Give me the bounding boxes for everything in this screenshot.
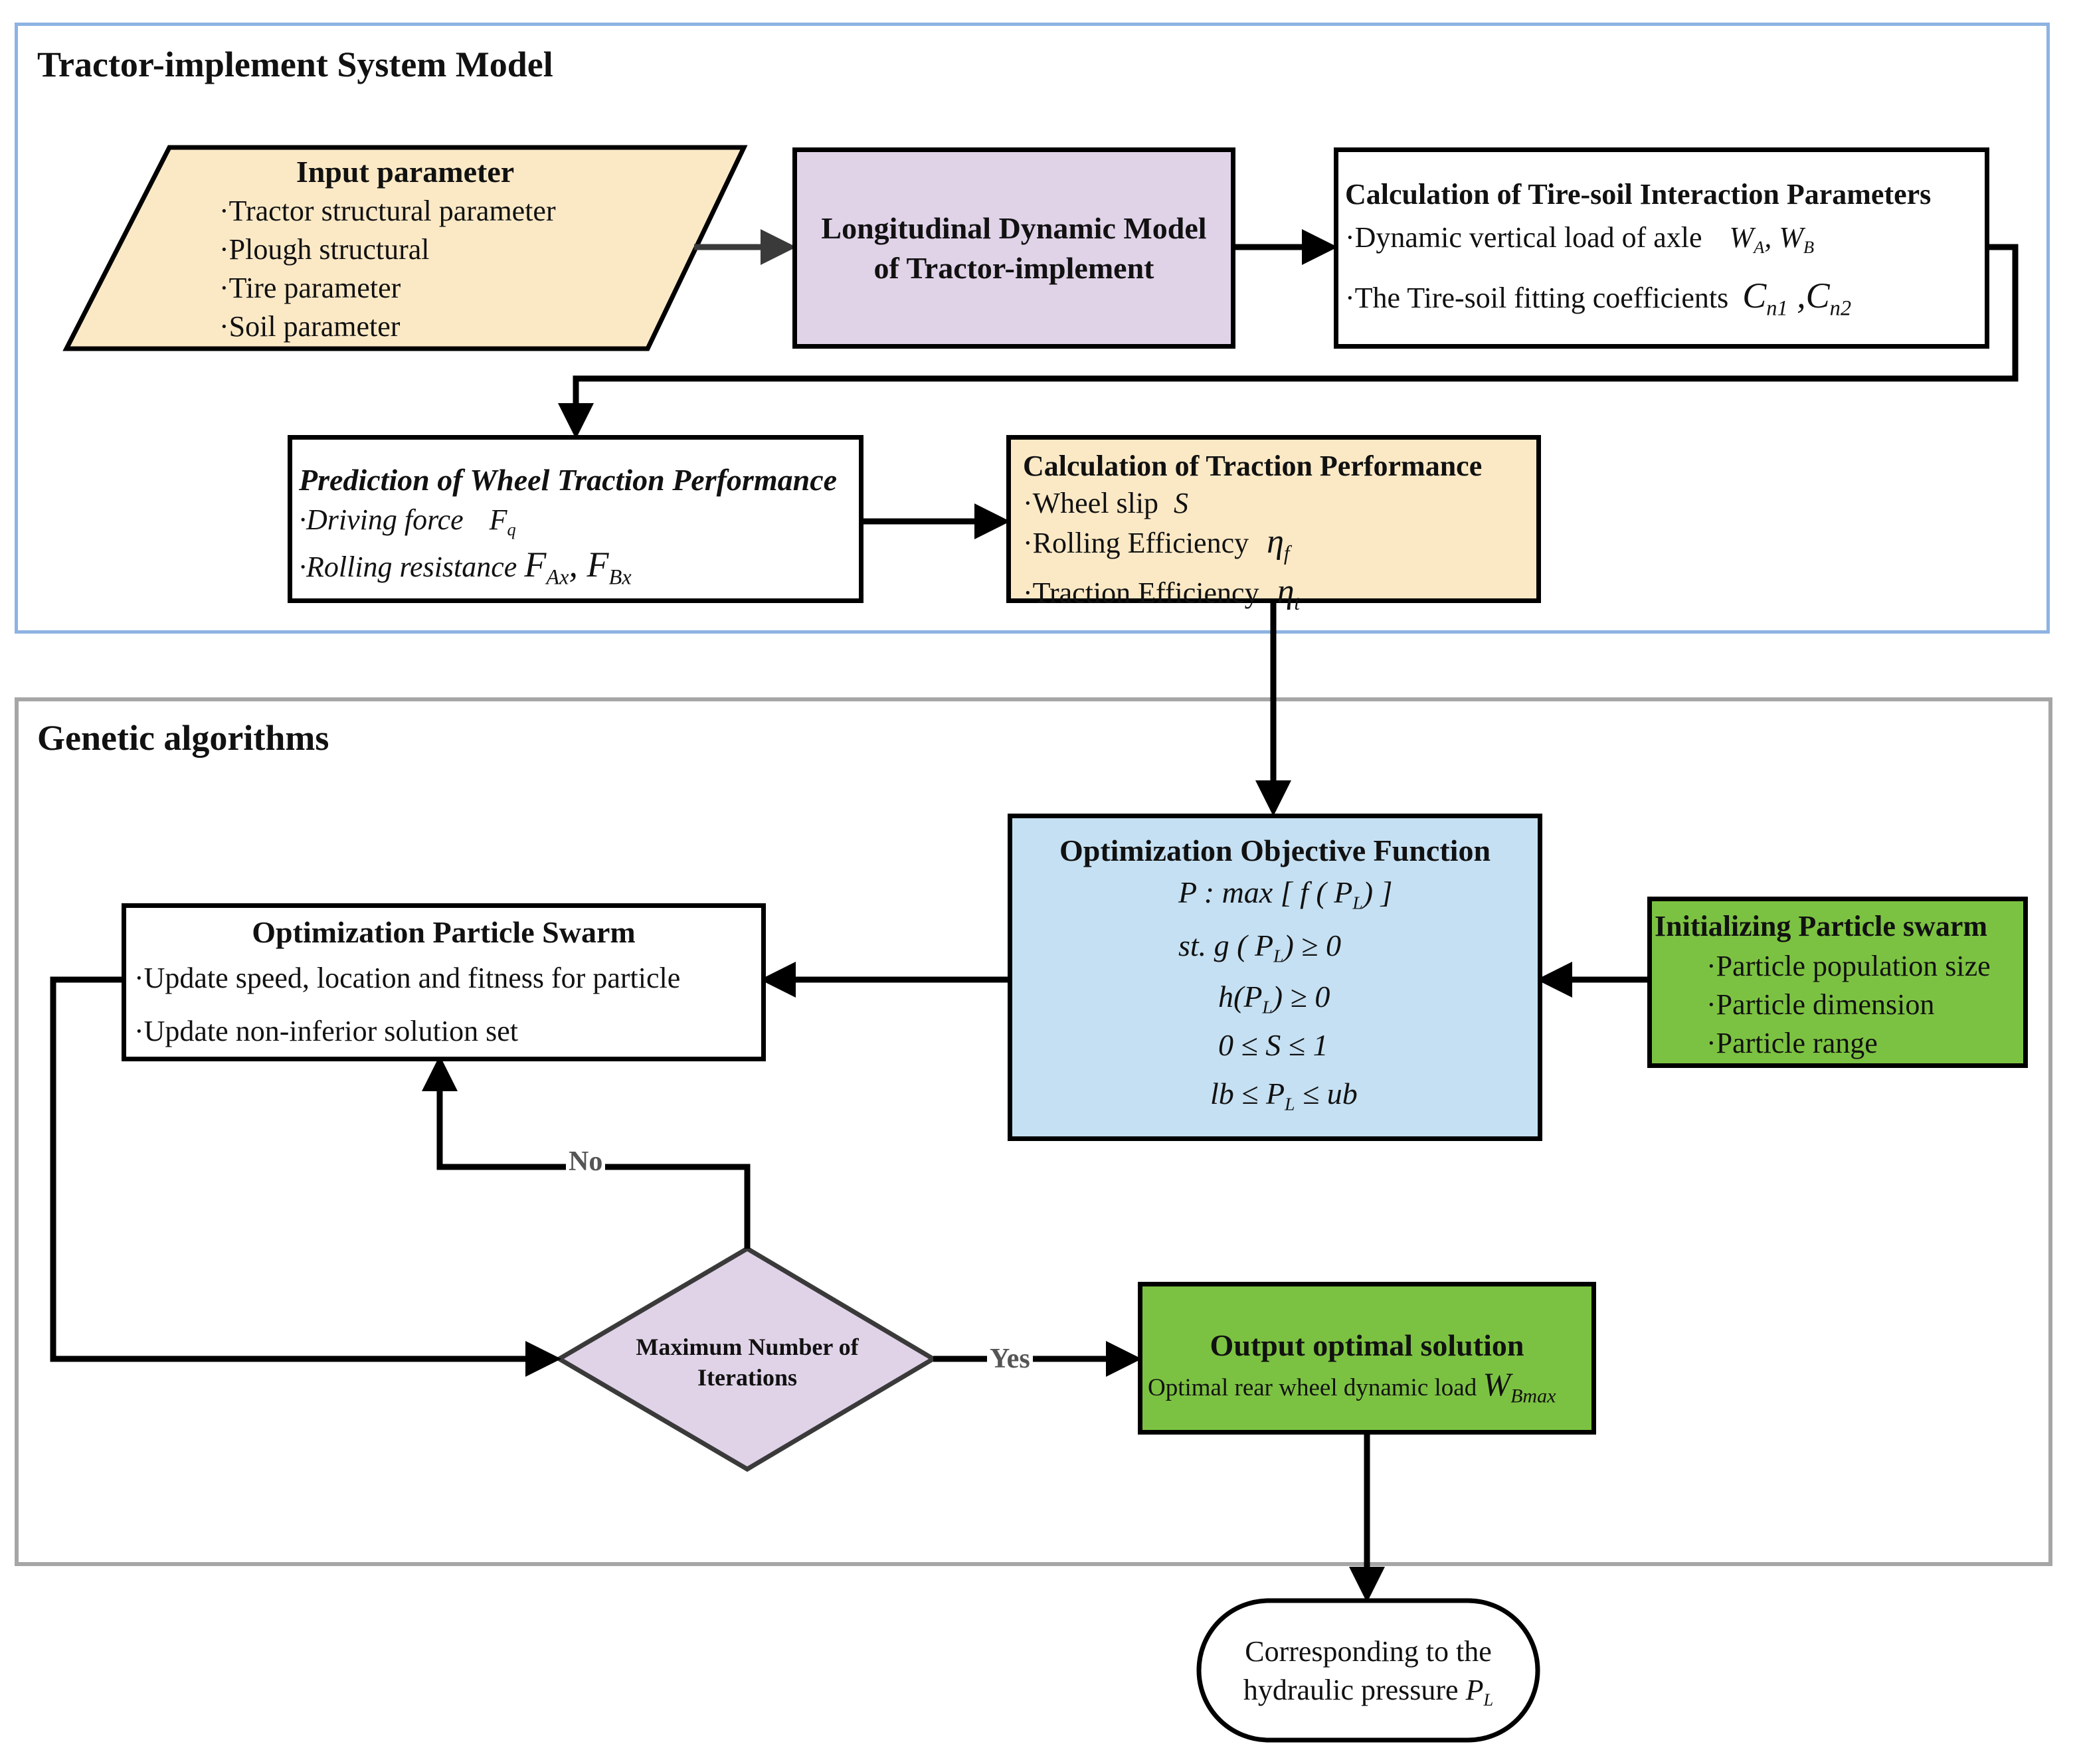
output-title: Output optimal solution bbox=[1210, 1328, 1524, 1362]
longitudinal-line1: Longitudinal Dynamic Model bbox=[821, 211, 1207, 245]
traction-traction-efficiency: ·Traction Efficiency ηt bbox=[1023, 573, 1536, 622]
input-parameter-title: Input parameter bbox=[296, 155, 515, 189]
init-title: Initializing Particle swarm bbox=[1655, 910, 1988, 942]
system-model-section bbox=[15, 23, 2050, 634]
init-item: ·Particle range bbox=[1706, 1027, 1878, 1059]
traction-efficiency-text: ·Traction Efficiency bbox=[1023, 576, 1259, 609]
tire-soil-parameters-box: Calculation of Tire-soil Interaction Par… bbox=[1334, 147, 1989, 349]
objective-title: Optimization Objective Function bbox=[1059, 834, 1491, 867]
arrow-pso-to-decision bbox=[50, 976, 561, 1377]
terminal-line2-text: hydraulic pressure bbox=[1243, 1674, 1459, 1706]
rolling-resistance-symbols: FAx, FBx bbox=[524, 545, 632, 590]
decision-no-label: No bbox=[566, 1146, 606, 1178]
input-parameter: Input parameter ·Tractor structural para… bbox=[219, 154, 658, 346]
rolling-resistance-text: ·Rolling resistance bbox=[299, 551, 517, 584]
tire-soil-item-axle: ·Dynamic vertical load of axle WA, WB bbox=[1345, 220, 1985, 258]
objective-eq-max: P : max [ f ( PL) ] bbox=[1178, 875, 1393, 913]
wheel-slip-symbol: S bbox=[1174, 487, 1189, 519]
traction-rolling-efficiency: ·Rolling Efficiency ηf bbox=[1023, 523, 1536, 573]
fitting-coefficient-symbols: Cn1 ,Cn2 bbox=[1742, 276, 1852, 321]
pso-update-speed: ·Update speed, location and fitness for … bbox=[134, 962, 681, 994]
input-parameter-shape bbox=[62, 145, 748, 351]
rolling-efficiency-text: ·Rolling Efficiency bbox=[1023, 527, 1249, 559]
wheel-slip-text: ·Wheel slip bbox=[1023, 487, 1159, 519]
objective-eq-g: st. g ( PL) ≥ 0 bbox=[1178, 928, 1342, 966]
objective-eq-h: h(PL) ≥ 0 bbox=[1218, 980, 1330, 1017]
decision-line2: Iterations bbox=[697, 1364, 797, 1391]
objective-function-box: Optimization Objective Function P : max … bbox=[1008, 814, 1542, 1141]
init-item: ·Particle population size bbox=[1706, 950, 1991, 982]
genetic-algorithms-section bbox=[15, 697, 2052, 1566]
input-item: ·Soil parameter bbox=[219, 310, 401, 343]
initializing-particle-swarm-box: Initializing Particle swarm ·Particle po… bbox=[1647, 897, 2028, 1068]
tire-soil-coefficients-text: ·The Tire-soil fitting coefficients bbox=[1345, 282, 1729, 315]
arrow-tiresoil-to-prediction bbox=[558, 244, 2019, 439]
genetic-algorithms-title: Genetic algorithms bbox=[37, 718, 329, 758]
terminal-text: Corresponding to the hydraulic pressure … bbox=[1202, 1632, 1534, 1719]
output-detail-text: Optimal rear wheel dynamic load bbox=[1148, 1374, 1477, 1401]
objective-eq-bounds: lb ≤ PL ≤ ub bbox=[1210, 1077, 1358, 1114]
decision-diamond-shape bbox=[555, 1245, 938, 1472]
pso-title: Optimization Particle Swarm bbox=[252, 915, 636, 949]
driving-force-symbol: Fq bbox=[489, 503, 516, 540]
input-item: ·Tire parameter bbox=[219, 272, 401, 304]
tire-soil-item-coefficients: ·The Tire-soil fitting coefficients Cn1 … bbox=[1345, 275, 1985, 321]
traction-performance-box: Calculation of Traction Performance ·Whe… bbox=[1006, 435, 1541, 614]
particle-swarm-optimization-box: Optimization Particle Swarm ·Update spee… bbox=[122, 903, 766, 1061]
traction-wheel-slip: ·Wheel slip S bbox=[1023, 484, 1536, 523]
decision-yes-label: Yes bbox=[987, 1343, 1033, 1375]
pso-update-solution-set: ·Update non-inferior solution set bbox=[134, 1015, 518, 1047]
rolling-efficiency-symbol: ηf bbox=[1267, 523, 1290, 565]
input-item: ·Tractor structural parameter bbox=[219, 195, 556, 227]
longitudinal-dynamic-model-box: Longitudinal Dynamic Model of Tractor-im… bbox=[792, 147, 1235, 349]
decision-line1: Maximum Number of bbox=[636, 1334, 859, 1360]
input-item: ·Plough structural bbox=[219, 233, 430, 266]
driving-force-text: ·Driving force bbox=[299, 503, 464, 536]
output-detail: Optimal rear wheel dynamic load WBmax bbox=[1148, 1365, 1556, 1408]
traction-title: Calculation of Traction Performance bbox=[1023, 450, 1483, 482]
prediction-rolling-resistance: ·Rolling resistance FAx, FBx bbox=[299, 544, 859, 590]
terminal-symbol: PL bbox=[1465, 1674, 1494, 1710]
prediction-traction-box: Prediction of Wheel Traction Performance… bbox=[288, 435, 863, 603]
prediction-driving-force: ·Driving force Fq bbox=[299, 503, 859, 540]
prediction-title: Prediction of Wheel Traction Performance bbox=[299, 463, 838, 497]
system-model-title: Tractor-implement System Model bbox=[37, 44, 553, 84]
objective-eq-slip-range: 0 ≤ S ≤ 1 bbox=[1218, 1028, 1328, 1062]
terminal-line1: Corresponding to the bbox=[1245, 1635, 1492, 1668]
longitudinal-line2: of Tractor-implement bbox=[873, 250, 1154, 285]
axle-load-symbols: WA, WB bbox=[1729, 221, 1815, 258]
output-optimal-solution-box: Output optimal solution Optimal rear whe… bbox=[1138, 1282, 1596, 1435]
decision-text: Maximum Number of Iterations bbox=[598, 1332, 897, 1393]
tire-soil-title: Calculation of Tire-soil Interaction Par… bbox=[1345, 178, 1932, 211]
tire-soil-axle-text: ·Dynamic vertical load of axle bbox=[1345, 221, 1702, 254]
output-symbol: WBmax bbox=[1483, 1366, 1556, 1407]
terminal-line2: hydraulic pressure PL bbox=[1202, 1671, 1534, 1719]
init-item: ·Particle dimension bbox=[1706, 988, 1935, 1021]
traction-efficiency-symbol: ηt bbox=[1277, 572, 1301, 614]
